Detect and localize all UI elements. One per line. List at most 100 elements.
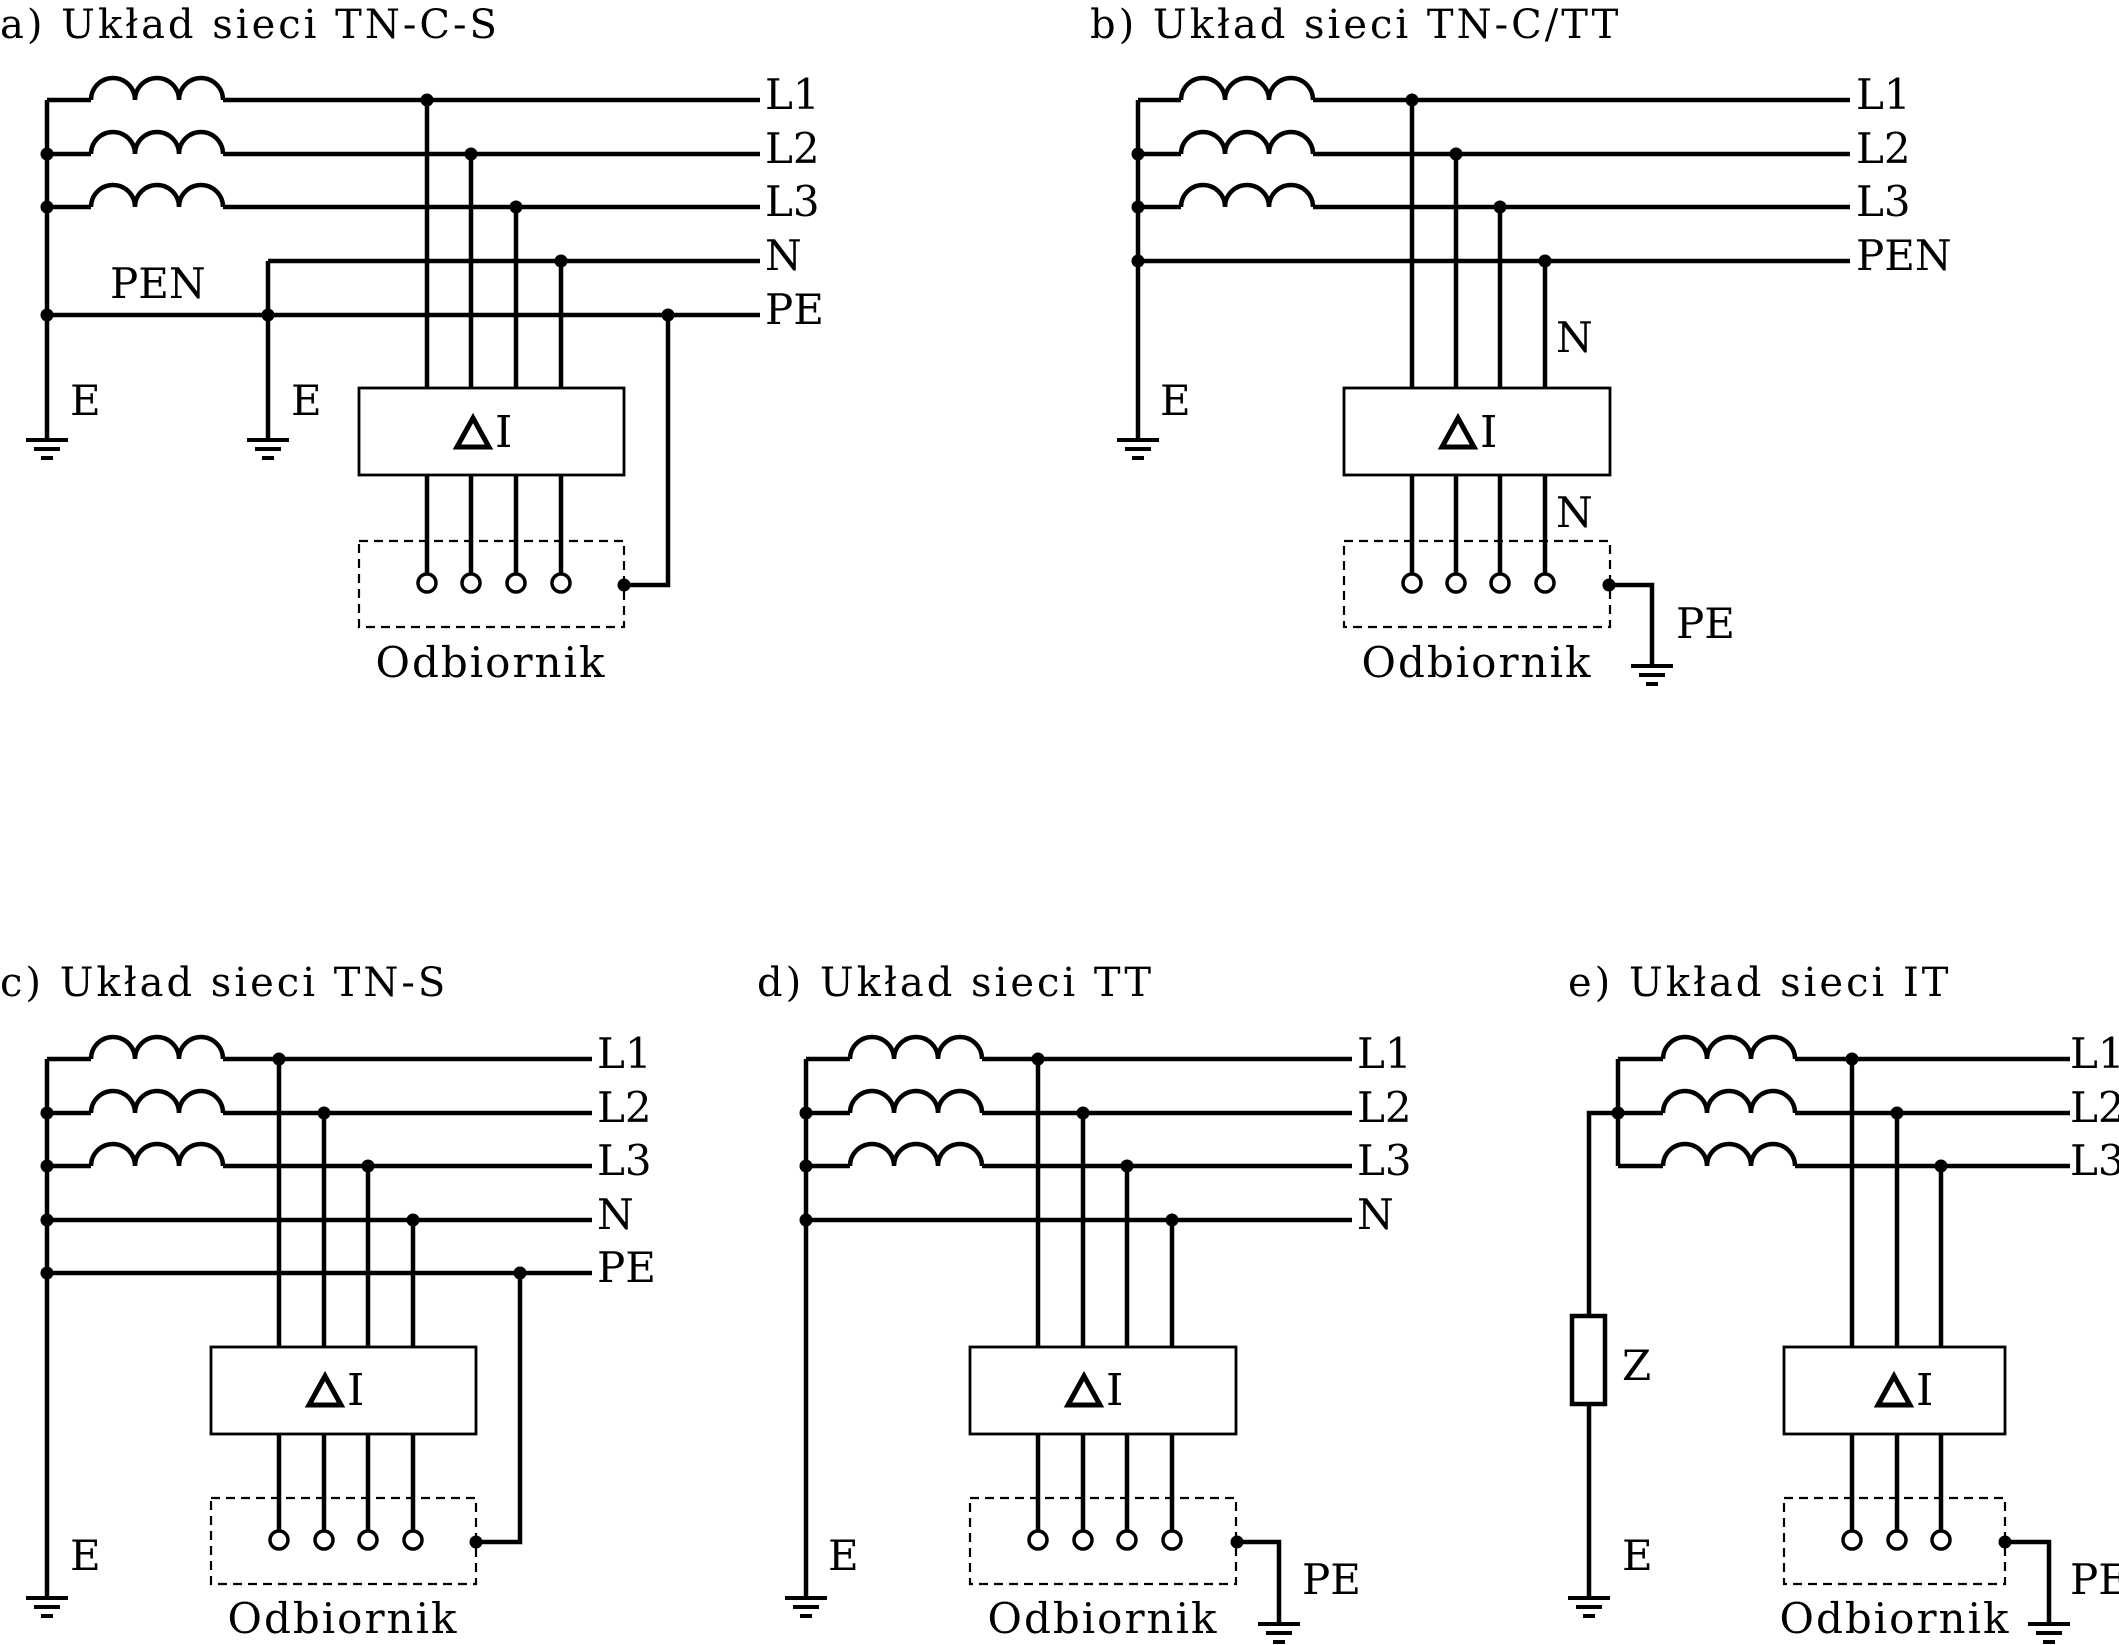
terminal-icon <box>1534 572 1556 594</box>
pe-label: PE <box>1676 599 1735 648</box>
diagram-tn-c-tt: b) Układ sieci TN-C/TT <box>1090 2 1952 687</box>
transformer-windings <box>91 1037 223 1166</box>
terminal-icon <box>1841 1529 1863 1551</box>
transformer-winding-icon <box>1663 1091 1795 1113</box>
line-label-l1: L1 <box>2070 1029 2119 1078</box>
n-label: N <box>1556 488 1593 537</box>
transformer-winding-icon <box>850 1144 982 1166</box>
transformer-winding-icon <box>850 1091 982 1113</box>
diagram-tn-c-s: a) Układ sieci TN-C-S <box>0 2 824 687</box>
line-labels: L1 L2 L3 N PE PEN E E <box>70 70 824 425</box>
rcd-box: I <box>968 1345 1238 1436</box>
delta-icon <box>1873 1370 1915 1408</box>
ground-icon <box>1256 1622 1302 1644</box>
junction-dots <box>1611 1052 1948 1173</box>
transformer-winding-icon <box>91 1037 223 1059</box>
delta-icon <box>304 1370 346 1408</box>
terminal-icon <box>357 1529 379 1551</box>
ground-icon <box>24 1596 70 1618</box>
line-label-pe: PE <box>765 285 824 334</box>
rcd-box: I <box>209 1345 478 1436</box>
transformer-windings <box>1181 78 1313 207</box>
terminal-icon <box>460 572 482 594</box>
ground-icon <box>2026 1622 2072 1644</box>
diagram-title: d) Układ sieci TT <box>757 960 1154 1006</box>
rcd-box: I <box>1782 1345 2007 1436</box>
line-labels: L1 L2 L3 N E PE <box>828 1029 1412 1604</box>
load-box: Odbiornik <box>357 539 631 687</box>
transformer-winding-icon <box>850 1037 982 1059</box>
terminal-icon <box>550 572 572 594</box>
n-label: N <box>1556 313 1593 362</box>
line-label-n: N <box>597 1190 634 1239</box>
wiring <box>1135 97 1850 666</box>
terminal-icon <box>416 572 438 594</box>
line-label-l2: L2 <box>765 124 820 173</box>
load-label: Odbiornik <box>1362 638 1593 687</box>
load-box: Odbiornik <box>209 1496 483 1643</box>
line-label-l3: L3 <box>1357 1136 1412 1185</box>
transformer-winding-icon <box>1663 1037 1795 1059</box>
line-label-l1: L1 <box>1357 1029 1412 1078</box>
junction-dots <box>40 1052 527 1280</box>
line-label-n: N <box>1357 1190 1394 1239</box>
line-label-l3: L3 <box>765 177 820 226</box>
wiring <box>44 1056 592 1598</box>
transformer-winding-icon <box>1181 78 1313 100</box>
rcd-label: I <box>1480 407 1497 458</box>
rcd-label: I <box>1106 1365 1123 1416</box>
terminal-icon <box>505 572 527 594</box>
diagram-tn-s: c) Układ sieci TN-S <box>0 960 656 1643</box>
junction-dots <box>799 1052 1179 1227</box>
line-label-l1: L1 <box>597 1029 652 1078</box>
earth-label: E <box>828 1531 859 1580</box>
resistor-icon <box>1569 1313 1608 1407</box>
transformer-winding-icon <box>1663 1144 1795 1166</box>
line-labels: L1 L2 L3 N PE E <box>70 1029 656 1580</box>
ground-icon <box>1115 438 1161 460</box>
line-label-pen: PEN <box>1856 231 1952 280</box>
line-label-l1: L1 <box>765 70 820 119</box>
pen-label: PEN <box>110 259 206 308</box>
earth-label: E <box>1622 1531 1653 1580</box>
transformer-winding-icon <box>91 1144 223 1166</box>
diagram-title: e) Układ sieci IT <box>1568 960 1951 1006</box>
line-label-l2: L2 <box>597 1083 652 1132</box>
terminal-icon <box>268 1529 290 1551</box>
terminal-icon <box>1886 1529 1908 1551</box>
line-label-l2: L2 <box>1357 1083 1412 1132</box>
terminal-icon <box>1116 1529 1138 1551</box>
line-labels: L1 L2 L3 Z E PE <box>1622 1029 2119 1604</box>
load-label: Odbiornik <box>1780 1594 2011 1643</box>
line-label-l2: L2 <box>1856 124 1911 173</box>
diagram-tt: d) Układ sieci TT <box>757 960 1412 1644</box>
ground-icon <box>1629 664 1675 686</box>
line-label-l3: L3 <box>1856 177 1911 226</box>
line-label-pe: PE <box>597 1243 656 1292</box>
rcd-label: I <box>495 407 512 458</box>
terminal-icon <box>1027 1529 1049 1551</box>
load-label: Odbiornik <box>376 638 607 687</box>
terminal-icon <box>1445 572 1467 594</box>
delta-icon <box>1437 412 1479 450</box>
transformer-windings <box>850 1037 982 1166</box>
rcd-label: I <box>1916 1365 1933 1416</box>
line-label-n: N <box>765 231 802 280</box>
terminal-icon <box>1930 1529 1952 1551</box>
ground-icon <box>24 438 70 460</box>
diagram-title: a) Układ sieci TN-C-S <box>0 2 500 48</box>
earth-label: E <box>291 376 322 425</box>
transformer-winding-icon <box>91 185 223 207</box>
pe-label: PE <box>1302 1555 1361 1604</box>
rcd-box: I <box>357 386 626 477</box>
delta-icon <box>1063 1370 1105 1408</box>
diagram-title: c) Układ sieci TN-S <box>0 960 448 1006</box>
impedance-label: Z <box>1622 1341 1651 1390</box>
terminal-icon <box>402 1529 424 1551</box>
load-label: Odbiornik <box>228 1594 459 1643</box>
earth-label: E <box>70 376 101 425</box>
load-label: Odbiornik <box>988 1594 1219 1643</box>
junction-dots <box>40 93 675 322</box>
transformer-windings <box>1663 1037 1795 1166</box>
